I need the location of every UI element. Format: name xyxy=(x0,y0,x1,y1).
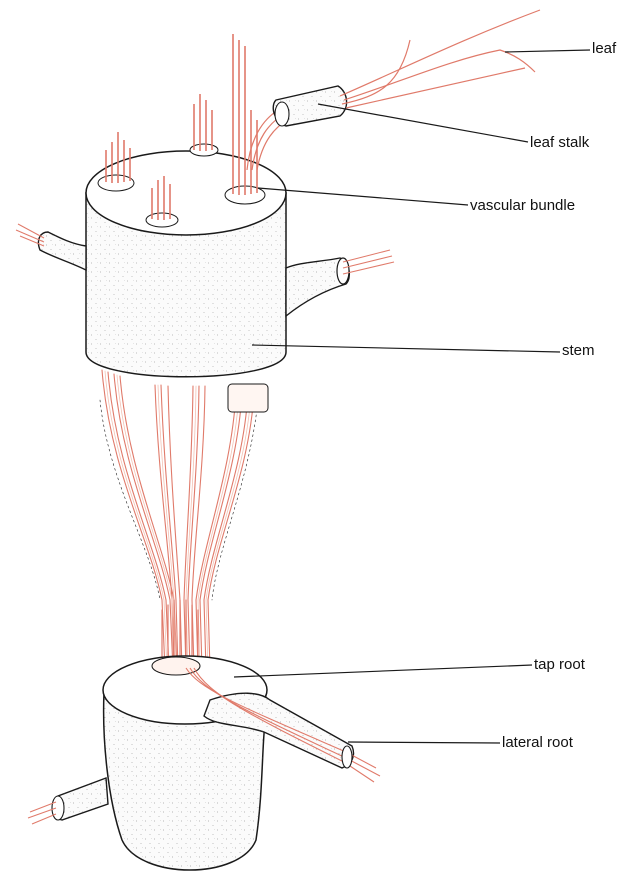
leaf-stalk xyxy=(247,86,347,170)
label-tap-root: tap root xyxy=(534,656,585,674)
connecting-vascular-bundles xyxy=(100,370,258,670)
stem-base-bundle-sheath xyxy=(228,384,268,412)
leader-lines xyxy=(234,50,590,743)
leader-line-leaf-stalk xyxy=(318,104,528,142)
leaf xyxy=(340,10,540,108)
stem-right-branch xyxy=(286,250,394,316)
label-lateral-root: lateral root xyxy=(502,734,573,752)
label-vascular-bundle: vascular bundle xyxy=(470,197,575,215)
label-stem: stem xyxy=(562,342,595,360)
root-body xyxy=(103,656,267,870)
leader-line-stem xyxy=(252,345,560,352)
leader-line-vascular-bundle xyxy=(258,188,468,205)
label-leaf-stalk: leaf stalk xyxy=(530,134,589,152)
leader-line-tap-root xyxy=(234,665,532,677)
lateral-root-left xyxy=(28,778,108,824)
stem-left-branch xyxy=(16,224,86,270)
label-leaf: leaf xyxy=(592,40,616,58)
leader-line-leaf xyxy=(505,50,590,52)
leader-line-lateral-root xyxy=(348,742,500,743)
